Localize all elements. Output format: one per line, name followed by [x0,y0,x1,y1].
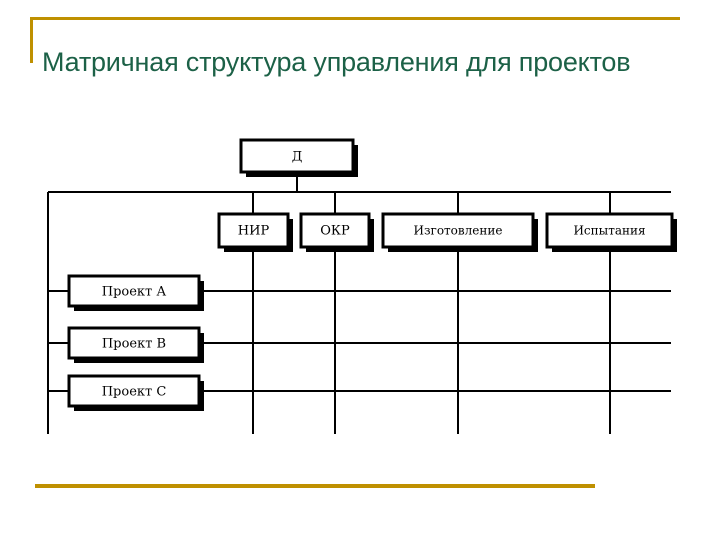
node-function-okr[interactable]: ОКР [299,212,374,252]
node-function-nir-label: НИР [238,224,270,239]
node-function-okr-label: ОКР [320,224,350,239]
node-project-b-box [67,326,201,360]
node-project-b[interactable]: Проект В [67,326,204,363]
node-project-c-label: Проект С [102,385,167,400]
node-project-c[interactable]: Проект С [67,374,204,411]
node-function-izgotovlenie-box [381,212,535,249]
node-root[interactable]: Д [239,138,358,177]
node-function-ispytaniya[interactable]: Испытания [545,212,677,252]
footer-rule [35,484,595,488]
node-function-ispytaniya-box [545,212,674,249]
node-function-ispytaniya-label: Испытания [573,224,645,238]
node-project-a-label: Проект А [102,285,167,300]
node-root-box [239,138,355,174]
node-function-nir[interactable]: НИР [217,212,293,252]
page-title: Матричная структура управления для проек… [42,47,631,78]
title-left-rule [30,17,33,63]
node-project-a[interactable]: Проект А [67,274,204,311]
node-project-c-box [67,374,201,408]
title-top-rule [30,17,680,20]
node-root-label: Д [292,150,303,165]
node-function-nir-box [217,212,290,249]
node-function-izgotovlenie[interactable]: Изготовление [381,212,538,252]
node-project-b-label: Проект В [102,337,166,352]
node-function-izgotovlenie-label: Изготовление [414,224,503,238]
node-project-a-box [67,274,201,308]
node-function-okr-box [299,212,371,249]
